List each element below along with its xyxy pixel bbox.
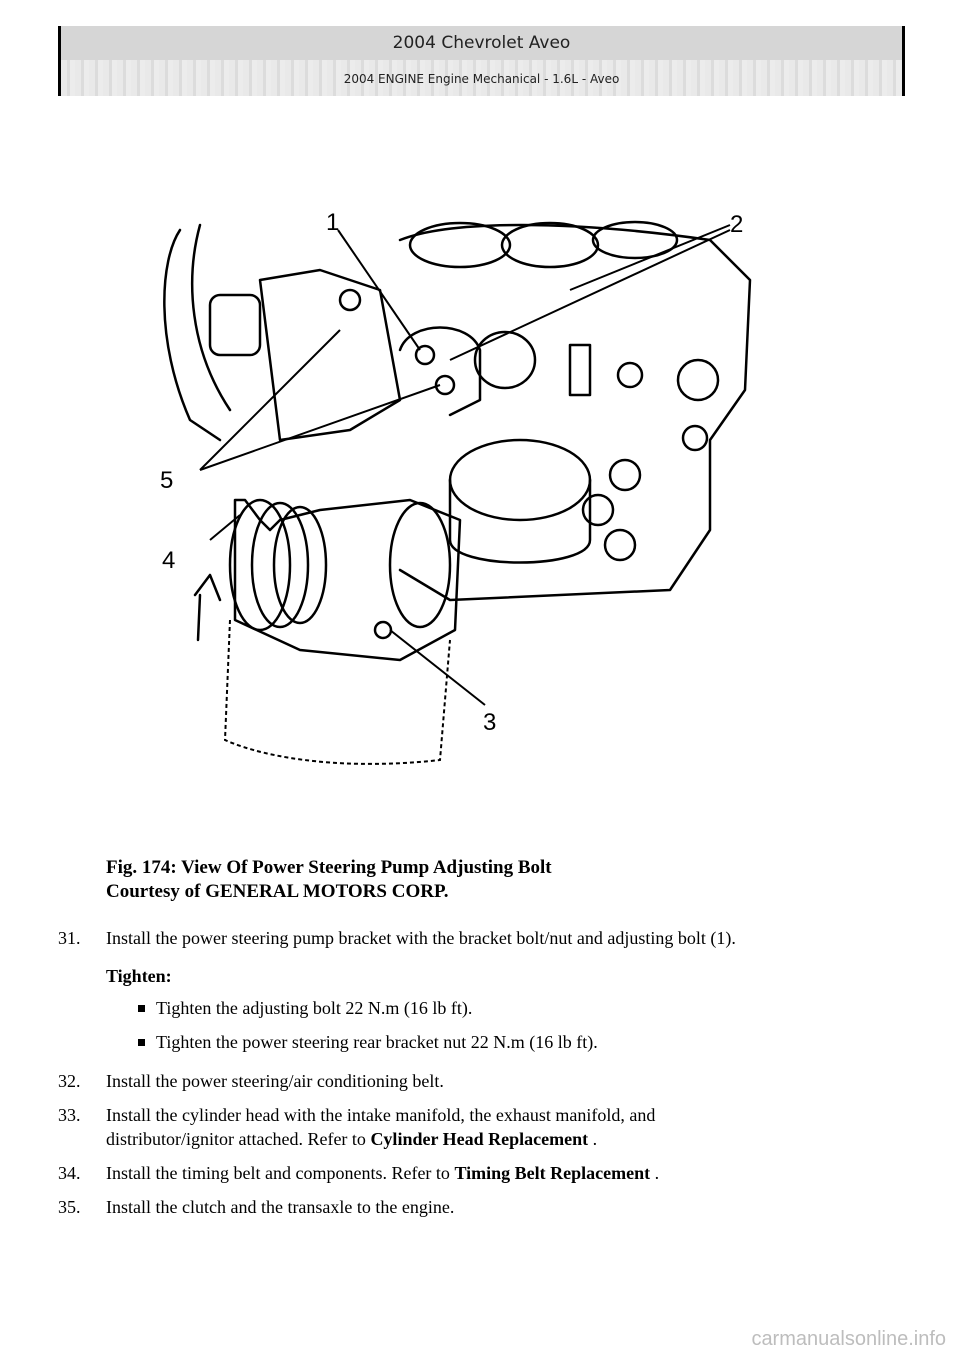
engine-illustration: 1 2 3 4 5	[160, 209, 752, 765]
step-number: 33.	[58, 1105, 81, 1125]
figure-caption: Fig. 174: View Of Power Steering Pump Ad…	[106, 856, 552, 904]
header-subtitle-bar	[58, 60, 905, 96]
cylinder-head-replacement-link[interactable]: Cylinder Head Replacement	[370, 1129, 589, 1149]
tighten-item: Tighten the power steering rear bracket …	[138, 1031, 918, 1053]
tighten-item: Tighten the adjusting bolt 22 N.m (16 lb…	[138, 997, 918, 1019]
document-subtitle: 2004 ENGINE Engine Mechanical - 1.6L - A…	[343, 72, 620, 86]
figure-caption-title: Fig. 174: View Of Power Steering Pump Ad…	[106, 857, 552, 878]
callout-4: 4	[162, 547, 175, 574]
step-32: 32. Install the power steering/air condi…	[58, 1069, 918, 1093]
step-text: Install the clutch and the transaxle to …	[106, 1197, 455, 1217]
procedure-steps: 31. Install the power steering pump brac…	[58, 926, 918, 1229]
callout-1: 1	[326, 209, 339, 236]
watermark: carmanualsonline.info	[751, 1328, 946, 1350]
step-text: Install the power steering pump bracket …	[106, 928, 736, 948]
tighten-label: Tighten:	[106, 966, 172, 986]
header-title-bar	[58, 26, 905, 60]
step-text: Install the power steering/air condition…	[106, 1071, 444, 1091]
step-number: 32.	[58, 1071, 81, 1091]
step-31: 31. Install the power steering pump brac…	[58, 926, 918, 950]
step-number: 34.	[58, 1163, 81, 1183]
step-35: 35. Install the clutch and the transaxle…	[58, 1195, 918, 1219]
timing-belt-replacement-link[interactable]: Timing Belt Replacement	[454, 1163, 651, 1183]
step-number: 35.	[58, 1197, 81, 1217]
callout-2: 2	[730, 211, 743, 238]
step-text-continued: distributor/ignitor attached. Refer to C…	[106, 1129, 598, 1149]
step-text: Install the timing belt and components. …	[106, 1163, 455, 1183]
step-33: 33. Install the cylinder head with the i…	[58, 1103, 918, 1151]
document-title: 2004 Chevrolet Aveo	[392, 33, 571, 53]
tighten-list: Tighten the adjusting bolt 22 N.m (16 lb…	[138, 997, 918, 1053]
step-34: 34. Install the timing belt and componen…	[58, 1163, 660, 1183]
figure-caption-courtesy: Courtesy of GENERAL MOTORS CORP.	[106, 881, 449, 902]
step-text: Install the cylinder head with the intak…	[106, 1105, 656, 1125]
callout-5: 5	[160, 467, 173, 494]
callout-3: 3	[483, 709, 496, 736]
page-header: 2004 Chevrolet Aveo 2004 ENGINE Engine M…	[58, 26, 905, 96]
step-number: 31.	[58, 928, 81, 948]
